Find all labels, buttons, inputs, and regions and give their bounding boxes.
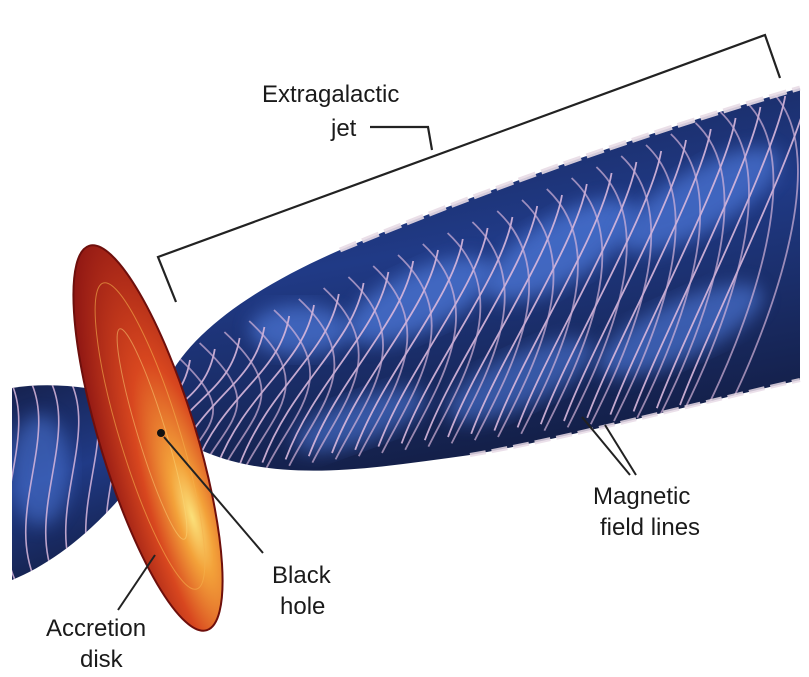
label-field-lines: field lines: [600, 514, 700, 541]
label-disk: disk: [80, 646, 123, 673]
black-hole: [157, 429, 165, 437]
label-jet: jet: [331, 115, 356, 142]
label-extragalactic: Extragalactic: [262, 81, 399, 108]
label-hole: hole: [280, 593, 325, 620]
label-black: Black: [272, 562, 331, 589]
label-magnetic: Magnetic: [593, 483, 690, 510]
extragalactic-jet: [100, 85, 809, 485]
label-accretion: Accretion: [46, 615, 146, 642]
